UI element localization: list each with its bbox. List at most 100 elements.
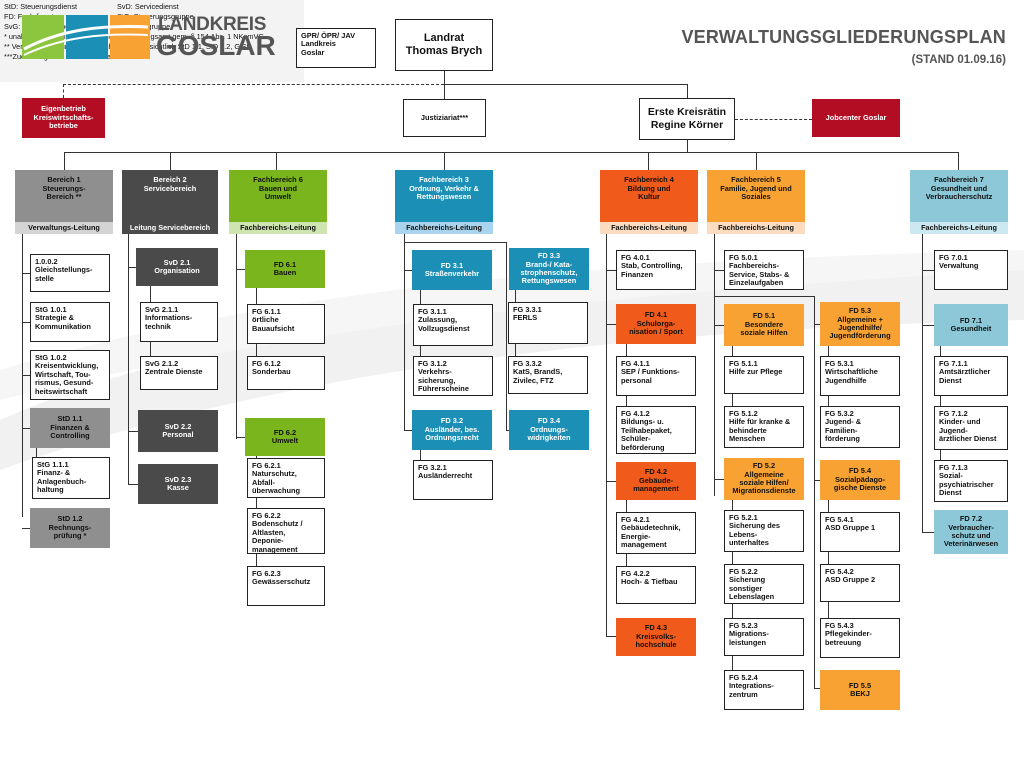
connector bbox=[606, 324, 616, 325]
connector bbox=[814, 688, 820, 689]
fb5-item: FG 5.3.1 Wirtschaftliche Jugendhilfe bbox=[820, 356, 900, 396]
connector bbox=[22, 528, 30, 529]
connector bbox=[22, 273, 30, 274]
fb5-item: FD 5.3 Allgemeine + Jugendhilfe/ Jugendf… bbox=[820, 302, 900, 346]
b2-item: SvG 2.1.2 Zentrale Dienste bbox=[140, 356, 218, 390]
logo-mark bbox=[22, 15, 150, 59]
connector bbox=[22, 428, 30, 429]
connector bbox=[404, 242, 506, 243]
connector bbox=[714, 296, 814, 297]
connector bbox=[814, 324, 820, 325]
connector bbox=[958, 152, 959, 170]
fb4-item: FD 4.2 Gebäude- management bbox=[616, 462, 696, 500]
fb7-item: FG 7.1.1 Amtsärztlicher Dienst bbox=[934, 356, 1008, 396]
connector bbox=[444, 152, 445, 170]
fb7-item: FD 7.2 Verbraucher- schutz und Veterinär… bbox=[934, 510, 1008, 554]
connector bbox=[170, 152, 171, 170]
connector bbox=[444, 84, 445, 99]
fb5-item: FG 5.4.2 ASD Gruppe 2 bbox=[820, 564, 900, 602]
fb4-item: FD 4.1 Schulorga- nisation / Sport bbox=[616, 304, 696, 344]
fb5-item: FG 5.3.2 Jugend- & Familien- förderung bbox=[820, 406, 900, 448]
fb3-item: FG 3.2.1 Ausländerrecht bbox=[413, 460, 493, 500]
fb5-item: FG 5.2.1 Sicherung des Lebens- unterhalt… bbox=[724, 510, 804, 552]
jobcenter-box: Jobcenter Goslar bbox=[812, 99, 900, 137]
fb5-item: FG 5.4.1 ASD Gruppe 1 bbox=[820, 512, 900, 552]
fb5-item: FG 5.0.1 Fachbereichs- Service, Stabs- &… bbox=[724, 250, 804, 290]
connector bbox=[648, 152, 649, 170]
legend-entry: SvD: Servicedienst bbox=[117, 2, 179, 11]
fb6-item: FG 6.2.2 Bodenschutz / Altlasten, Deponi… bbox=[247, 508, 325, 554]
justiziariat-box: Justiziariat*** bbox=[403, 99, 486, 137]
logo: LANDKREIS GOSLAR bbox=[22, 15, 280, 61]
connector bbox=[714, 325, 724, 326]
connector bbox=[236, 437, 245, 438]
eigenbetrieb-box: Eigenbetrieb Kreiswirtschafts- betriebe bbox=[22, 98, 105, 138]
connector bbox=[404, 430, 412, 431]
connector bbox=[128, 431, 138, 432]
connector bbox=[687, 84, 688, 98]
landrat-box: Landrat Thomas Brych bbox=[395, 19, 493, 71]
fb5-item: FG 5.1.1 Hilfe zur Pflege bbox=[724, 356, 804, 394]
fb5-item: FG 5.2.4 Integrations- zentrum bbox=[724, 670, 804, 710]
fb4-item: FD 4.3 Kreisvolks- hochschule bbox=[616, 618, 696, 656]
bereich1-header: Bereich 1 Steuerungs- Bereich ** bbox=[15, 170, 113, 222]
fb7-item: FG 7.0.1 Verwaltung bbox=[934, 250, 1008, 290]
fb5-item: FG 5.4.3 Pflegekinder- betreuung bbox=[820, 618, 900, 658]
fb5-item: FD 5.5 BEKJ bbox=[820, 670, 900, 710]
connector bbox=[756, 152, 757, 170]
b1-item: StD 1.1 Finanzen & Controlling bbox=[30, 408, 110, 448]
connector-main-bus bbox=[64, 152, 958, 153]
fb5-item: FD 5.2 Allgemeine soziale Hilfen/ Migrat… bbox=[724, 458, 804, 500]
fb3-item: FD 3.1 Straßenverkehr bbox=[412, 250, 492, 290]
b1-item: StG 1.0.2 Kreisentwicklung, Wirtschaft, … bbox=[30, 350, 110, 400]
fb4-item: FG 4.2.2 Hoch- & Tiefbau bbox=[616, 566, 696, 604]
fb5-header: Fachbereich 5 Familie, Jugend und Sozial… bbox=[707, 170, 805, 222]
connector bbox=[922, 234, 923, 532]
bereich1-label: Verwaltungs-Leitung bbox=[15, 222, 113, 234]
b2-item: SvD 2.2 Personal bbox=[138, 410, 218, 452]
b1-item: StD 1.2 Rechnungs- prüfung * bbox=[30, 508, 110, 548]
fb6-item: FD 6.2 Umwelt bbox=[245, 418, 325, 456]
connector bbox=[714, 270, 724, 271]
fb3-item: FG 3.1.2 Verkehrs- sicherung, Führersche… bbox=[413, 356, 493, 396]
connector bbox=[236, 234, 237, 439]
connector bbox=[506, 430, 509, 431]
fb3-item: FG 3.1.1 Zulassung, Vollzugsdienst bbox=[413, 304, 493, 346]
logo-text-bottom: GOSLAR bbox=[156, 30, 276, 61]
fb3-header: Fachbereich 3 Ordnung, Verkehr & Rettung… bbox=[395, 170, 493, 222]
connector bbox=[128, 267, 136, 268]
connector bbox=[404, 270, 412, 271]
connector bbox=[404, 234, 405, 430]
fb6-item: FG 6.2.1 Naturschutz, Abfall- überwachun… bbox=[247, 458, 325, 498]
legend-entry: StG: Steuerungsgruppe bbox=[117, 12, 194, 21]
fb5-item: FD 5.1 Besondere soziale Hilfen bbox=[724, 304, 804, 346]
fb5-label: Fachbereichs-Leitung bbox=[707, 222, 805, 234]
fb3-item: FD 3.2 Ausländer, bes. Ordnungsrecht bbox=[412, 410, 492, 450]
fb4-header: Fachbereich 4 Bildung und Kultur bbox=[600, 170, 698, 222]
fb3-item: FD 3.3 Brand-/ Kata- strophenschutz, Ret… bbox=[509, 248, 589, 290]
connector bbox=[922, 532, 934, 533]
connector bbox=[444, 84, 687, 85]
fb7-header: Fachbereich 7 Gesundheit und Verbraucher… bbox=[910, 170, 1008, 222]
fb7-item: FG 7.1.2 Kinder- und Jugend- ärztlicher … bbox=[934, 406, 1008, 450]
connector bbox=[814, 296, 815, 688]
connector bbox=[22, 322, 30, 323]
page-date: (STAND 01.09.16) bbox=[911, 54, 1006, 66]
connector bbox=[128, 484, 138, 485]
legend-entry: StD: Steuerungsdienst bbox=[4, 2, 78, 11]
connector bbox=[276, 152, 277, 170]
fb6-header: Fachbereich 6 Bauen und Umwelt bbox=[229, 170, 327, 222]
fb7-item: FD 7.1 Gesundheit bbox=[934, 304, 1008, 346]
fb5-item: FG 5.1.2 Hilfe für kranke & behinderte M… bbox=[724, 406, 804, 448]
fb4-item: FG 4.1.1 SEP / Funktions- personal bbox=[616, 356, 696, 396]
fb7-label: Fachbereichs-Leitung bbox=[910, 222, 1008, 234]
connector bbox=[714, 234, 715, 496]
b2-item: SvG 2.1.1 Informations- technik bbox=[140, 302, 218, 342]
b2-item: SvD 2.3 Kasse bbox=[138, 464, 218, 504]
fb7-item: FG 7.1.3 Sozial- psychiatrischer Dienst bbox=[934, 460, 1008, 502]
connector bbox=[606, 270, 616, 271]
erste-kreisraetin-box: Erste Kreisrätin Regine Körner bbox=[639, 98, 735, 140]
fb3-item: FG 3.3.2 KatS, BrandS, Zivilec, FTZ bbox=[508, 356, 588, 394]
bereich2-header: Bereich 2 Servicebereich bbox=[122, 170, 218, 222]
connector-dashed bbox=[735, 119, 812, 120]
